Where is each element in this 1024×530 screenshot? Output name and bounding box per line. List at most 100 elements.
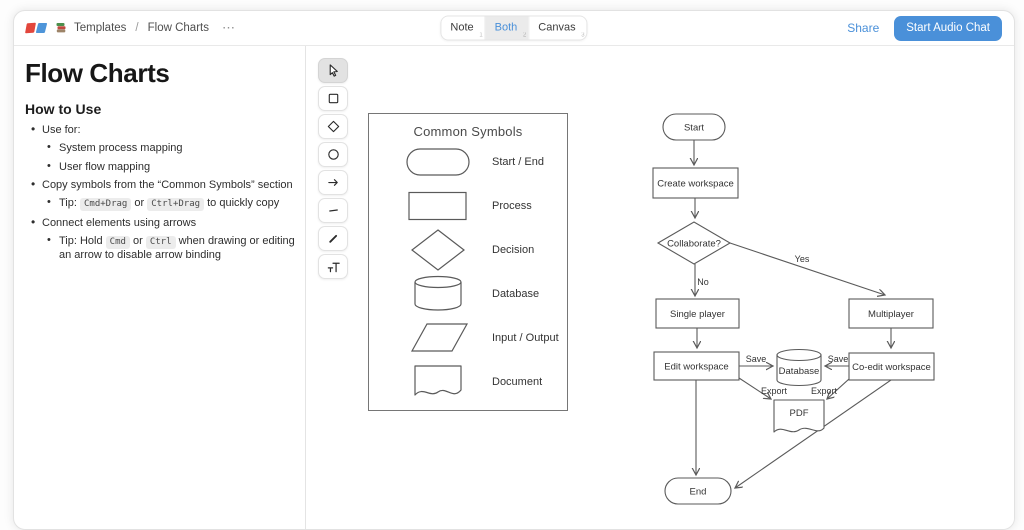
symbol-row-process[interactable]: Process: [369, 184, 567, 228]
topbar: Templates / Flow Charts ⋯ Note 1 Both 2 …: [14, 11, 1014, 46]
diamond-icon: [327, 120, 339, 133]
draw-tool-button[interactable]: [318, 226, 348, 251]
use-for-label: Use for:: [42, 124, 81, 136]
edge-export-left[interactable]: [738, 377, 771, 399]
select-tool-button[interactable]: [318, 58, 348, 83]
symbol-label: Document: [492, 376, 543, 388]
flowchart-node-edit-workspace[interactable]: Edit workspace: [653, 351, 740, 381]
flowchart-node-end[interactable]: End: [664, 477, 732, 505]
edge-label-export-right: Export: [811, 386, 838, 396]
canvas[interactable]: Common Symbols Start / End Process: [306, 46, 1014, 529]
diamond-tool-button[interactable]: [318, 114, 348, 139]
flowchart-node-create-workspace[interactable]: Create workspace: [652, 167, 739, 199]
common-symbols-panel[interactable]: Common Symbols Start / End Process: [368, 113, 568, 411]
app-window: Templates / Flow Charts ⋯ Note 1 Both 2 …: [13, 10, 1015, 530]
breadcrumb-separator: /: [135, 22, 139, 34]
arrow-icon: [327, 179, 338, 186]
cursor-icon: [329, 64, 338, 77]
flowchart-node-collaborate[interactable]: Collaborate?: [656, 221, 732, 265]
tip-text: Tip:: [59, 197, 80, 209]
start-end-shape: [406, 148, 470, 176]
tip-text: or: [131, 197, 148, 209]
tip-text: when drawing or editing an arrow to disa…: [59, 234, 295, 262]
pencil-icon: [328, 234, 337, 243]
breadcrumb-current[interactable]: Flow Charts: [147, 22, 209, 34]
list-item: System process mapping: [42, 141, 295, 156]
edge-label-no: No: [697, 277, 709, 287]
how-to-use-heading: How to Use: [25, 101, 102, 117]
list-item: Connect elements using arrows Tip: Hold …: [23, 216, 295, 263]
symbol-label: Start / End: [492, 156, 544, 168]
svg-text:Collaborate?: Collaborate?: [667, 239, 721, 250]
flowchart-node-start[interactable]: Start: [662, 113, 726, 141]
line-icon: [328, 209, 338, 212]
symbol-row-document[interactable]: Document: [369, 360, 567, 404]
text-tool-button[interactable]: [318, 254, 348, 279]
symbol-row-database[interactable]: Database: [369, 272, 567, 316]
flowchart[interactable]: No Yes Save Save Export Export Start Cre…: [636, 106, 976, 508]
view-toggle-note-shortcut: 1: [479, 32, 483, 39]
tip-text: to quickly copy: [204, 197, 280, 209]
view-toggle-canvas-label: Canvas: [538, 21, 576, 34]
flowchart-node-coedit-workspace[interactable]: Co-edit workspace: [848, 352, 935, 381]
list-item: Tip: Hold Cmd or Ctrl when drawing or ed…: [42, 234, 295, 263]
common-symbols-title: Common Symbols: [413, 124, 523, 139]
process-shape: [408, 191, 467, 221]
line-tool-button[interactable]: [318, 198, 348, 223]
edge-label-save-right: Save: [828, 354, 849, 364]
svg-text:End: End: [690, 487, 707, 498]
view-toggle-note-label: Note: [450, 21, 474, 34]
kbd-cmd-drag: Cmd+Drag: [80, 198, 132, 211]
document-shape: [414, 365, 462, 396]
arrow-tool-button[interactable]: [318, 170, 348, 195]
edge-coedit-end[interactable]: [735, 379, 892, 488]
note-panel: Flow Charts How to Use Use for: System p…: [14, 46, 306, 529]
rectangle-tool-button[interactable]: [318, 86, 348, 111]
breadcrumb-templates[interactable]: Templates: [74, 22, 127, 34]
flowchart-node-database[interactable]: Database: [776, 348, 822, 387]
view-toggle-canvas[interactable]: Canvas 3: [528, 16, 587, 40]
connect-label: Connect elements using arrows: [42, 216, 197, 229]
svg-text:Multiplayer: Multiplayer: [868, 309, 914, 320]
view-toggle-both[interactable]: Both 2: [484, 16, 529, 40]
ellipse-tool-button[interactable]: [318, 142, 348, 167]
list-item: Copy symbols from the “Common Symbols” s…: [23, 178, 295, 212]
view-toggle-both-label: Both: [494, 21, 518, 34]
symbol-row-decision[interactable]: Decision: [369, 228, 567, 272]
edge-label-yes: Yes: [795, 254, 810, 264]
edge-yes-multiplayer[interactable]: [729, 242, 885, 295]
start-audio-chat-button[interactable]: Start Audio Chat: [894, 15, 1002, 41]
app-logo[interactable]: [25, 22, 48, 34]
view-toggle-canvas-shortcut: 3: [581, 32, 585, 39]
svg-text:Edit workspace: Edit workspace: [664, 362, 728, 373]
tip-text: or: [129, 234, 146, 247]
flowchart-node-multiplayer[interactable]: Multiplayer: [848, 298, 934, 329]
view-toggle-note[interactable]: Note 1: [441, 16, 485, 40]
text-icon: [327, 262, 340, 273]
symbol-row-input-output[interactable]: Input / Output: [369, 316, 567, 360]
kbd-ctrl-drag: Ctrl+Drag: [147, 198, 205, 211]
svg-text:Single player: Single player: [670, 309, 725, 320]
page-title: Flow Charts: [25, 58, 170, 88]
share-button[interactable]: Share: [847, 21, 880, 35]
kbd-cmd: Cmd: [105, 235, 130, 249]
edge-export-right[interactable]: [827, 378, 850, 399]
flowchart-node-single-player[interactable]: Single player: [655, 298, 740, 329]
symbol-row-start-end[interactable]: Start / End: [369, 140, 567, 184]
decision-shape: [411, 229, 465, 271]
logo-blue-shape: [35, 23, 48, 33]
kbd-ctrl: Ctrl: [145, 235, 176, 249]
svg-text:Create workspace: Create workspace: [657, 179, 734, 190]
edge-label-save-left: Save: [746, 354, 767, 364]
tool-rail: [318, 58, 348, 279]
overflow-menu-button[interactable]: ⋯: [221, 20, 236, 35]
list-item: User flow mapping: [42, 160, 295, 175]
symbol-label: Decision: [492, 244, 535, 256]
svg-text:Start: Start: [684, 123, 704, 134]
flowchart-node-pdf[interactable]: PDF: [773, 399, 825, 433]
ellipse-icon: [327, 149, 339, 160]
svg-text:Database: Database: [779, 366, 820, 377]
list-item: Use for: System process mapping User flo…: [23, 123, 295, 175]
svg-text:PDF: PDF: [790, 408, 809, 419]
tip-text: Tip: Hold: [59, 234, 106, 247]
